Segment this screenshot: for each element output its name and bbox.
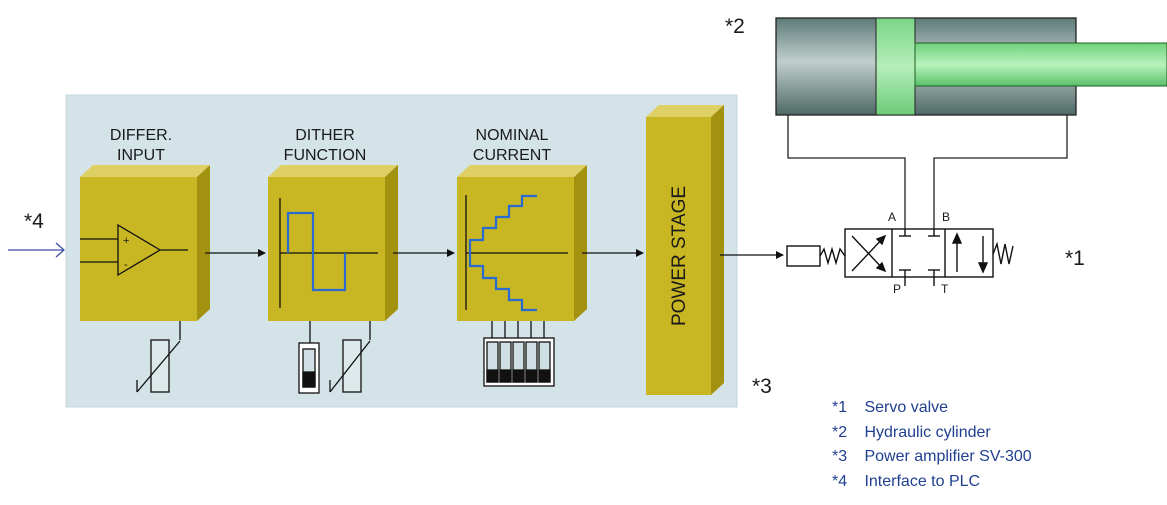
hydraulic-lines — [787, 115, 1068, 229]
power-stage-block: POWER STAGE — [646, 105, 724, 395]
nominal-current-block: NOMINAL CURRENT — [457, 127, 587, 387]
servo-valve — [786, 228, 1014, 286]
dither-title-line1: DITHER — [295, 127, 355, 144]
port-b-label: B — [942, 210, 950, 224]
legend-code: *4 — [832, 472, 848, 490]
hydraulic-cylinder — [775, 17, 1167, 116]
differ-input-block: DIFFER. INPUT + - — [80, 127, 210, 393]
switch-icon — [298, 342, 320, 394]
marker-cylinder: *2 — [725, 15, 745, 38]
signal-arrows — [205, 249, 784, 259]
legend-item: *1 Servo valve — [832, 396, 1032, 421]
op-amp-icon — [80, 223, 188, 277]
nominal-title-line2: CURRENT — [473, 147, 551, 164]
legend-text: Hydraulic cylinder — [864, 423, 991, 441]
legend-text: Interface to PLC — [864, 472, 981, 490]
dither-title-line2: FUNCTION — [284, 147, 367, 164]
nominal-current-staircase-icon — [465, 194, 568, 312]
differ-title-line1: DIFFER. — [110, 127, 172, 144]
legend-code: *3 — [832, 448, 848, 465]
dip-switch-icon — [483, 321, 555, 387]
legend-item: *4 Interface to PLC — [832, 470, 1032, 495]
potentiometer-icon — [136, 339, 181, 393]
legend-code: *2 — [832, 423, 848, 441]
marker-servo-valve: *1 — [1065, 247, 1085, 270]
legend-text: Servo valve — [864, 399, 949, 416]
legend-code: *1 — [832, 399, 848, 416]
potentiometer-icon — [329, 339, 371, 393]
dither-function-block: DITHER FUNCTION — [268, 127, 398, 394]
marker-plc: *4 — [24, 210, 44, 233]
op-amp-plus: + — [123, 235, 129, 247]
legend-item: *2 Hydraulic cylinder — [832, 421, 1032, 446]
differ-title-line2: INPUT — [117, 147, 165, 164]
marker-amplifier: *3 — [752, 375, 772, 398]
port-p-label: P — [893, 282, 901, 296]
nominal-title-line1: NOMINAL — [476, 127, 549, 144]
plc-input-arrow — [8, 242, 65, 258]
dither-waveform-icon — [279, 198, 378, 308]
op-amp-minus: - — [124, 259, 128, 271]
legend-text: Power amplifier SV-300 — [864, 448, 1032, 465]
port-a-label: A — [888, 210, 896, 224]
port-t-label: T — [941, 282, 949, 296]
legend-item: *3 Power amplifier SV-300 — [832, 445, 1032, 470]
legend: *1 Servo valve *2 Hydraulic cylinder *3 … — [832, 396, 1032, 494]
power-stage-label: POWER STAGE — [669, 186, 690, 326]
